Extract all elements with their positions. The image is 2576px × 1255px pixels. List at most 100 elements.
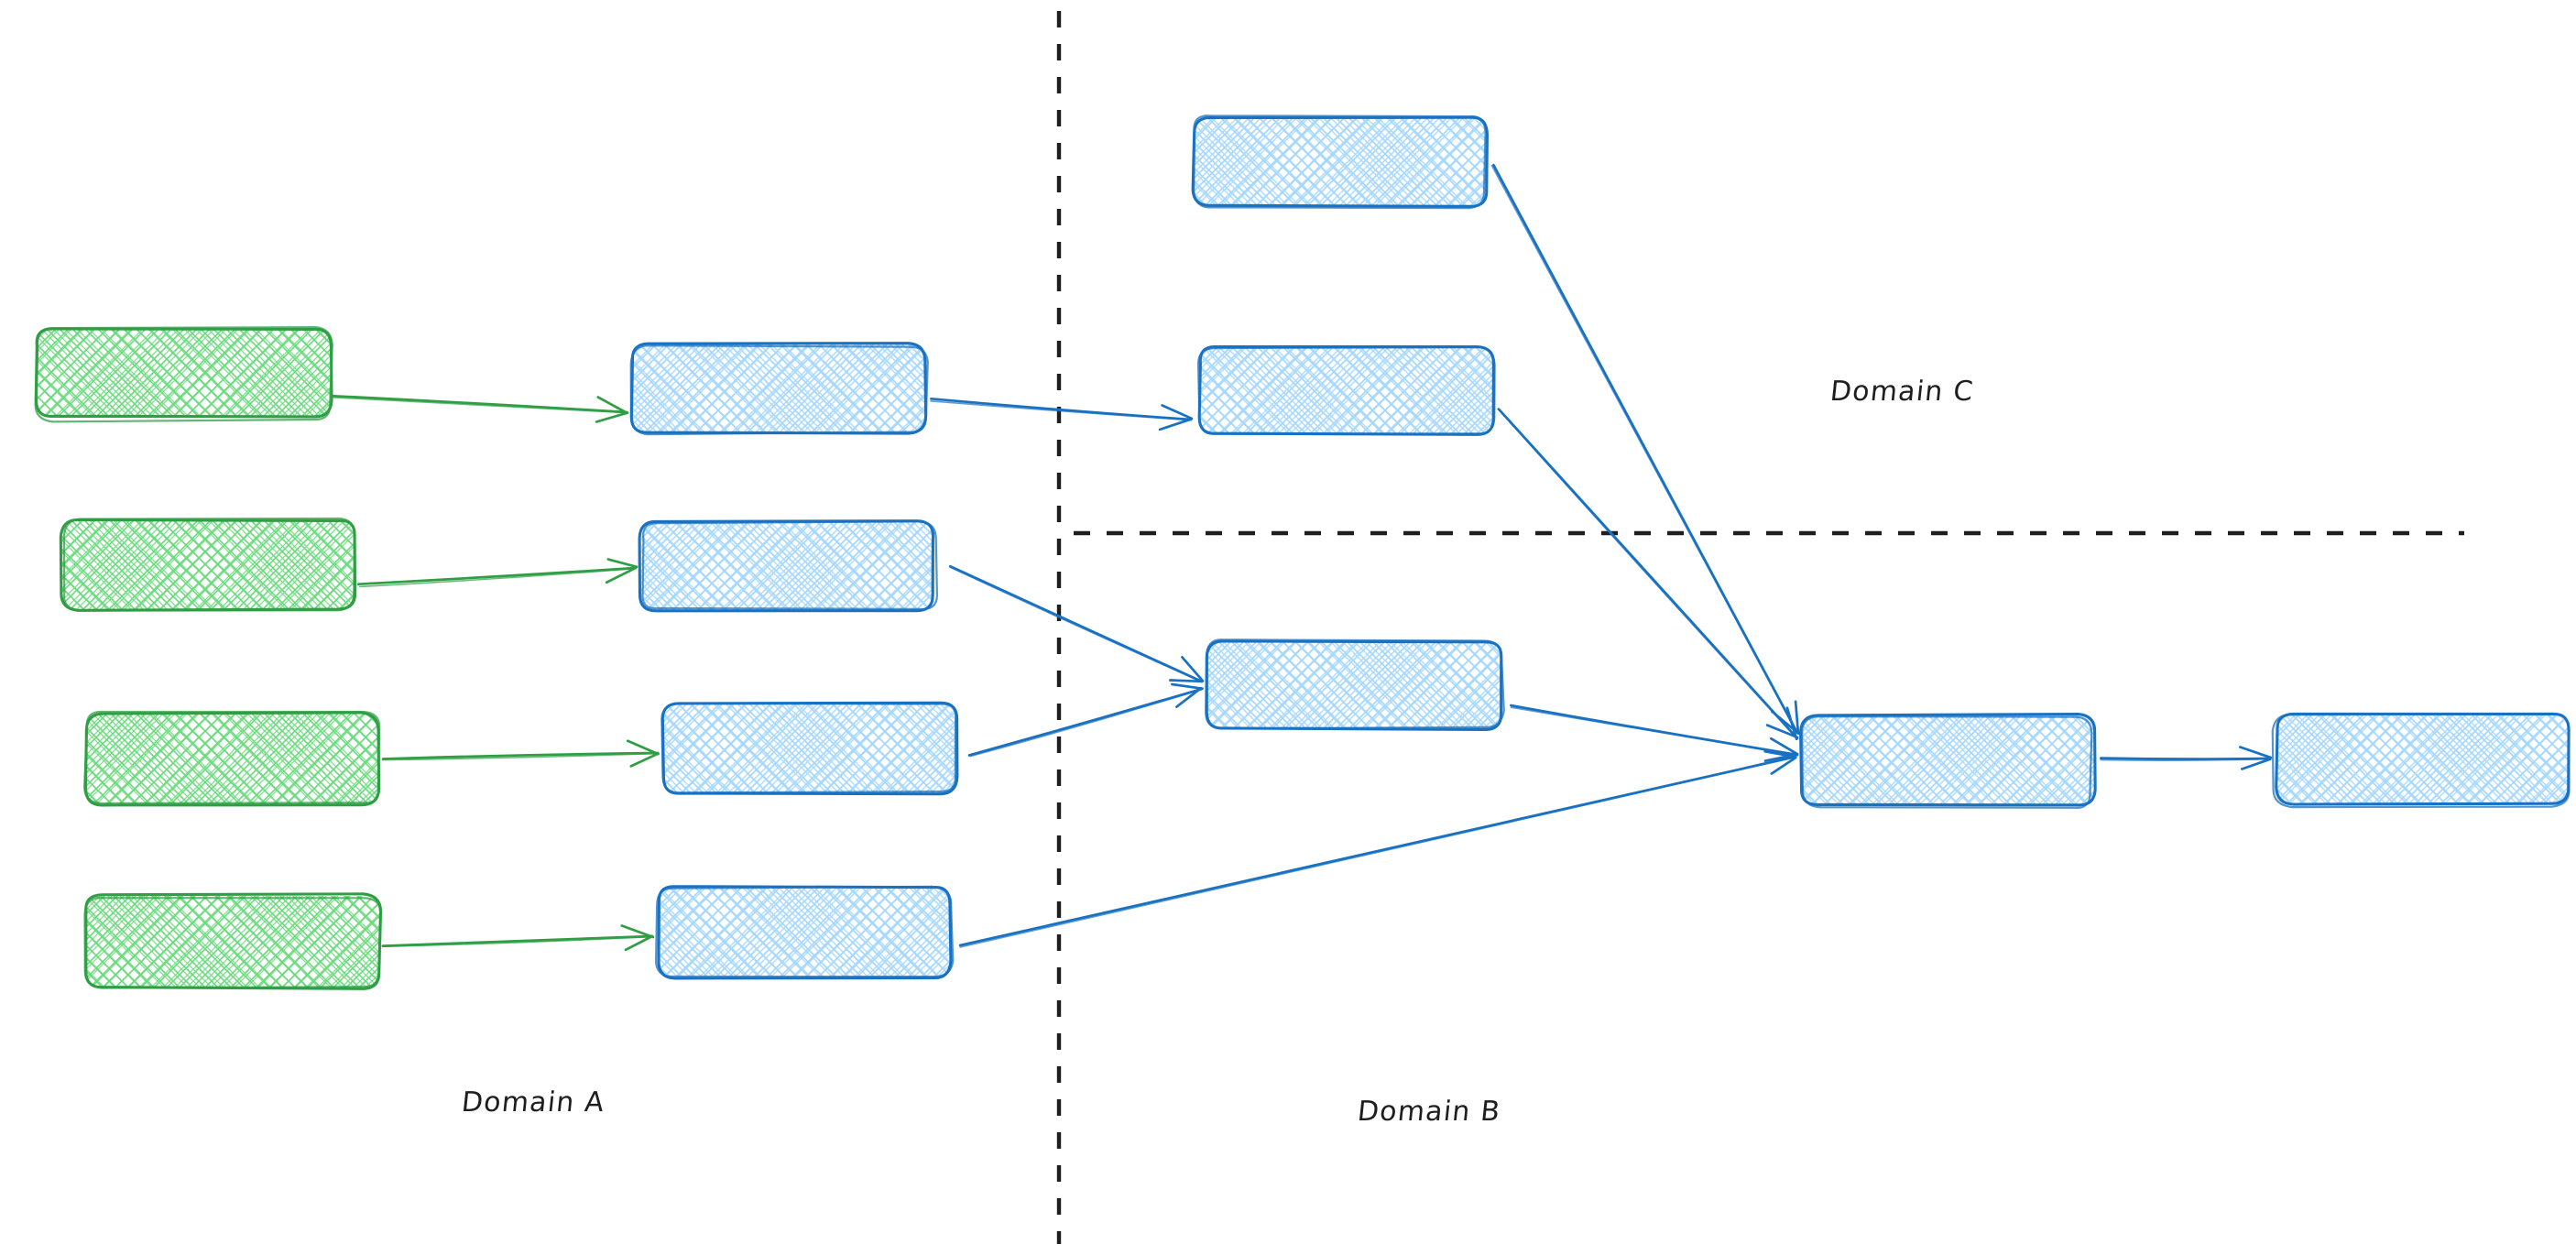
edge-b3-c3	[967, 682, 1204, 758]
arrowhead-upper	[624, 934, 654, 952]
node-outline	[1799, 713, 2097, 807]
edge-c1-d1	[1490, 163, 1800, 736]
node-outline	[654, 885, 955, 978]
node-outline	[1193, 115, 1487, 210]
edge-line	[2100, 758, 2271, 761]
node-fill	[86, 713, 379, 804]
node-fill	[658, 887, 951, 977]
node-box-b1[interactable]	[629, 342, 929, 436]
label-domain-b: Domain B	[1356, 1096, 1502, 1128]
edge-b4-d1	[958, 749, 1797, 948]
edge-line	[382, 752, 659, 761]
arrowhead-lower	[596, 396, 628, 415]
node-fill	[663, 704, 956, 793]
arrowhead-lower	[1770, 737, 1799, 756]
edge-line	[358, 567, 637, 588]
node-box-c2[interactable]	[1196, 344, 1496, 436]
node-box-a3[interactable]	[83, 710, 381, 807]
arrowhead-upper	[1158, 418, 1193, 431]
node-outline	[62, 517, 356, 612]
edge-line	[1492, 163, 1799, 735]
edge-line	[959, 756, 1796, 948]
node-box-d1[interactable]	[1799, 713, 2097, 809]
node-layer	[34, 115, 2571, 990]
divider-layer	[1056, 11, 2464, 1244]
node-fill	[641, 522, 934, 610]
node-outline	[34, 326, 333, 423]
edge-line	[1490, 165, 1798, 735]
arrowhead-upper	[2241, 758, 2272, 770]
edge-layer	[330, 163, 2273, 952]
edge-c2-d1	[1497, 408, 1799, 741]
arrowhead-lower	[1171, 682, 1204, 691]
node-box-a2[interactable]	[59, 517, 357, 612]
node-box-c3[interactable]	[1205, 638, 1505, 732]
node-fill	[1200, 346, 1493, 434]
node-fill	[1207, 641, 1501, 729]
edge-line	[969, 688, 1203, 758]
node-box-a4[interactable]	[83, 892, 383, 990]
arrowhead-lower	[2239, 746, 2273, 759]
arrowhead-upper	[1765, 724, 1799, 739]
edge-c3-d1	[1510, 704, 1799, 762]
label-domain-c: Domain C	[1828, 376, 1976, 408]
node-box-a1[interactable]	[34, 326, 333, 423]
arrowhead-upper	[1770, 756, 1797, 775]
edge-line	[381, 934, 654, 947]
arrowhead-lower	[626, 739, 660, 756]
edge-b2-c3	[949, 564, 1205, 683]
edge-line	[949, 566, 1203, 683]
edge-line	[381, 751, 660, 760]
edge-line	[949, 564, 1204, 683]
edge-line	[2099, 757, 2272, 760]
node-outline	[638, 519, 935, 613]
node-fill	[86, 896, 379, 988]
edge-line	[330, 396, 628, 414]
node-fill	[37, 328, 330, 418]
node-fill	[62, 520, 355, 610]
edge-line	[1510, 704, 1799, 757]
edge-a3-b3	[381, 739, 660, 768]
edge-d1-e1	[2099, 746, 2273, 770]
edge-line	[967, 687, 1204, 757]
edge-line	[1510, 706, 1798, 757]
arrowhead-lower	[1763, 749, 1796, 758]
arrowhead-lower	[1181, 655, 1205, 682]
edge-line	[382, 935, 653, 948]
node-box-b2[interactable]	[638, 519, 939, 613]
edge-a1-b1	[330, 394, 629, 423]
label-domain-a: Domain A	[460, 1086, 606, 1119]
edge-a4-b4	[381, 924, 655, 952]
arrowhead-upper	[1169, 679, 1204, 683]
edge-line	[356, 566, 638, 586]
arrowhead-lower	[606, 558, 639, 569]
node-outline	[641, 520, 939, 611]
edge-line	[930, 399, 1192, 421]
node-outline	[629, 344, 929, 436]
node-fill	[1801, 716, 2094, 806]
arrowhead-lower	[1785, 706, 1798, 741]
node-box-e1[interactable]	[2271, 712, 2571, 809]
edge-line	[1497, 408, 1798, 740]
node-box-b3[interactable]	[660, 701, 959, 796]
arrowhead-upper	[629, 752, 660, 768]
node-outline	[1196, 345, 1496, 435]
arrowhead-lower	[1794, 700, 1800, 736]
arrowhead-upper	[605, 566, 638, 584]
edge-line	[330, 394, 628, 414]
node-outline	[2271, 712, 2571, 809]
edge-a2-b2	[356, 558, 639, 588]
arrowhead-lower	[620, 924, 655, 939]
node-fill	[632, 344, 925, 432]
arrowhead-lower	[1161, 404, 1194, 420]
node-outline	[1205, 638, 1505, 730]
edge-b1-c2	[930, 397, 1194, 431]
node-box-c1[interactable]	[1191, 115, 1490, 210]
edge-line	[1497, 408, 1799, 740]
node-fill	[1195, 117, 1488, 207]
arrowhead-upper	[595, 411, 629, 423]
node-outline	[660, 702, 957, 794]
node-box-b4[interactable]	[654, 885, 955, 980]
node-outline	[1801, 715, 2093, 809]
